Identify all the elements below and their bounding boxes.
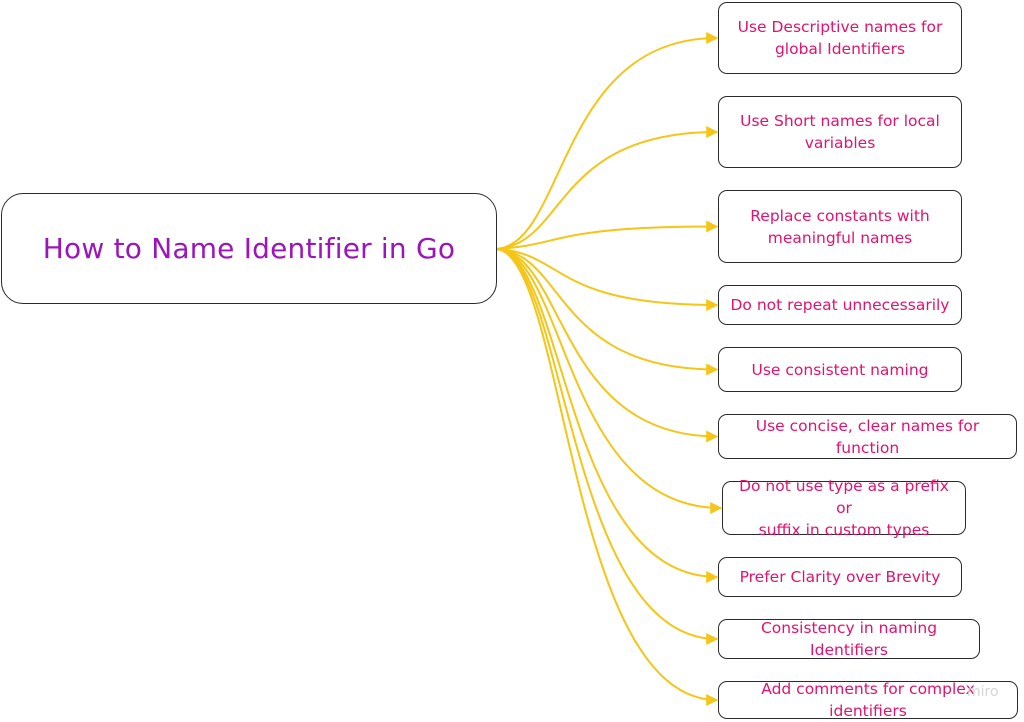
child-node-short-local-names[interactable]: Use Short names for local variables xyxy=(718,96,962,168)
connector-arrow-2 xyxy=(495,220,719,250)
connector-arrow-6 xyxy=(495,248,723,514)
child-node-label: Use Short names for local variables xyxy=(740,112,940,152)
connector-arrow-0 xyxy=(495,32,719,250)
miro-watermark: miro xyxy=(967,684,999,700)
child-node-label: Do not use type as a prefix or suffix in… xyxy=(739,477,949,539)
child-node-label: Replace constants with meaningful names xyxy=(750,206,930,247)
child-node-label: Prefer Clarity over Brevity xyxy=(739,568,941,586)
connector-arrow-1 xyxy=(495,126,719,250)
root-node[interactable]: How to Name Identifier in Go xyxy=(1,193,497,304)
child-node-consistency-identifiers[interactable]: Consistency in naming Identifiers xyxy=(718,619,980,659)
connector-arrow-7 xyxy=(495,248,719,583)
connector-arrow-3 xyxy=(495,248,719,311)
child-node-label: Use Descriptive names for global Identif… xyxy=(737,18,943,58)
child-node-label: Consistency in naming Identifiers xyxy=(760,619,938,659)
root-node-label: How to Name Identifier in Go xyxy=(42,232,456,265)
child-node-label: Use consistent naming xyxy=(751,360,929,379)
child-node-replace-constants[interactable]: Replace constants with meaningful names xyxy=(718,190,962,263)
connector-arrow-9 xyxy=(495,248,719,706)
child-node-no-type-prefix-suffix[interactable]: Do not use type as a prefix or suffix in… xyxy=(722,477,966,539)
connector-arrow-5 xyxy=(495,248,719,443)
connector-arrow-8 xyxy=(495,248,719,645)
child-node-comments-complex-identifiers[interactable]: Add comments for complex identifiers xyxy=(718,680,1018,720)
child-node-concise-function-names[interactable]: Use concise, clear names for function xyxy=(718,414,1017,459)
child-node-do-not-repeat[interactable]: Do not repeat unnecessarily xyxy=(718,285,962,325)
child-node-label: Add comments for complex identifiers xyxy=(761,680,975,720)
connector-arrow-4 xyxy=(495,248,719,376)
child-node-consistent-naming[interactable]: Use consistent naming xyxy=(718,347,962,392)
child-node-descriptive-global-names[interactable]: Use Descriptive names for global Identif… xyxy=(718,2,962,74)
child-node-label: Do not repeat unnecessarily xyxy=(730,296,950,314)
child-node-label: Use concise, clear names for function xyxy=(755,416,980,457)
child-node-clarity-over-brevity[interactable]: Prefer Clarity over Brevity xyxy=(718,557,962,597)
